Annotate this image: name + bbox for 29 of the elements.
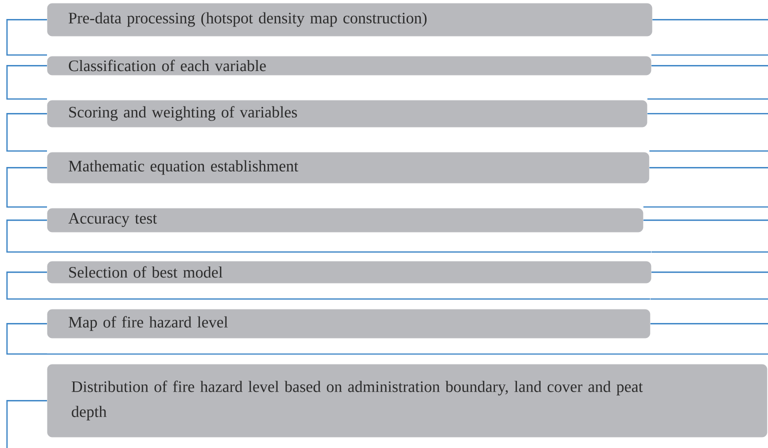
connector-line [649, 150, 768, 152]
bracket-connector [6, 323, 47, 355]
connector-line [651, 272, 768, 273]
process-box: Classification of each variable [47, 56, 652, 76]
process-box: Distribution of fire hazard level based on administration boundary, land cover and peat depth [47, 364, 768, 438]
connector-line [647, 113, 768, 114]
connector-line [649, 167, 768, 168]
connector-line [652, 19, 768, 20]
bracket-connector [6, 113, 47, 152]
process-box: Map of fire hazard level [47, 309, 650, 338]
process-box: Accuracy test [47, 208, 644, 232]
connector-line [647, 98, 768, 100]
process-box: Scoring and weighting of variables [47, 100, 648, 128]
connector-line [650, 298, 768, 300]
bracket-connector [6, 272, 47, 300]
process-box: Selection of best model [47, 261, 652, 284]
connector-line [651, 54, 768, 56]
process-box: Mathematic equation establishment [47, 152, 650, 184]
bracket-connector [6, 220, 47, 253]
connector-line [651, 251, 768, 253]
process-box: Pre-data processing (hotspot density map construction) [47, 3, 652, 36]
connector-line [6, 400, 47, 448]
connector-line [643, 206, 768, 208]
bracket-connector [6, 167, 47, 208]
connector-line [650, 323, 768, 324]
connector-line [651, 65, 768, 66]
bracket-connector [6, 19, 47, 56]
connector-line [643, 220, 768, 221]
bracket-connector [6, 65, 47, 100]
